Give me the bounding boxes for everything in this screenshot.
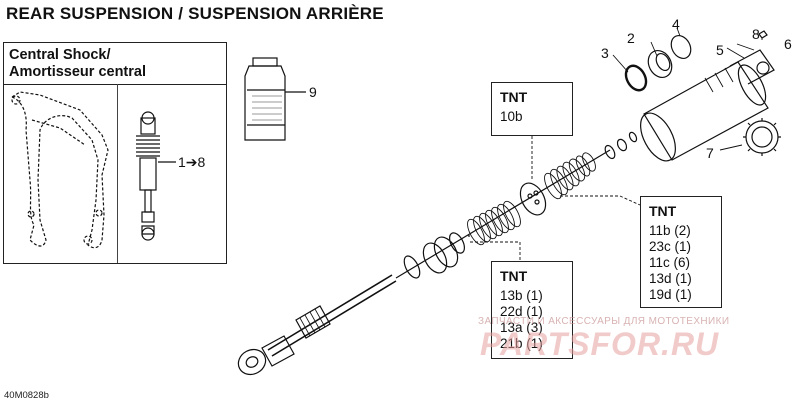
tnt-header: TNT <box>649 203 677 219</box>
tnt-row: 13d (1) <box>649 271 692 286</box>
callout-2: 2 <box>627 30 635 46</box>
tnt-row: 21b (1) <box>500 336 543 351</box>
tnt-header: TNT <box>500 89 528 105</box>
callout-5: 5 <box>716 42 724 58</box>
inset-title: Central Shock/ Amortisseur central <box>9 47 146 81</box>
tnt-row: 10b <box>500 109 523 124</box>
callout-8: 8 <box>752 26 760 42</box>
part-4-cap <box>670 34 692 60</box>
tnt-box-right: TNT 11b (2) 23c (1) 11c (6) 13d (1) 19d … <box>640 196 722 308</box>
inset-vertical-divider <box>117 84 118 263</box>
callout-6: 6 <box>784 36 792 52</box>
callout-3: 3 <box>601 45 609 61</box>
callout-7: 7 <box>706 145 714 161</box>
inset-title-line2: Amortisseur central <box>9 64 146 80</box>
shock-shaft-assembly <box>237 131 638 376</box>
part-7-lock-ring <box>743 118 781 156</box>
central-shock-inset-panel: Central Shock/ Amortisseur central <box>3 42 227 264</box>
watermark-subtitle: ЗАПЧАСТИ И АКСЕССУАРЫ ДЛЯ МОТОТЕХНИКИ <box>478 316 730 327</box>
tnt-row: 11b (2) <box>649 223 691 238</box>
part-6-screw <box>758 30 768 39</box>
part-3-oring <box>624 64 648 92</box>
tnt-box-bottom: TNT 13b (1) 22d (1) 13a (3) 21b (1) <box>491 261 573 359</box>
callout-9: 9 <box>309 84 317 100</box>
swing-arm-frame <box>10 91 109 249</box>
shock-body <box>640 49 775 162</box>
tnt-box-10b: TNT 10b <box>491 82 573 136</box>
tnt-row: 13a (3) <box>500 320 543 335</box>
callout-4: 4 <box>672 16 680 32</box>
watermark-logo: PARTSFOR.RU <box>480 326 720 362</box>
callout-1-8: 1➔8 <box>178 154 206 170</box>
inset-divider <box>4 84 226 85</box>
oil-bottle <box>244 57 286 141</box>
page-title: REAR SUSPENSION / SUSPENSION ARRIÈRE <box>6 4 384 23</box>
part-2-ring <box>647 50 673 78</box>
leader-lines <box>470 27 763 262</box>
tnt-row: 11c (6) <box>649 255 691 270</box>
tnt-row: 23c (1) <box>649 239 692 254</box>
tnt-header: TNT <box>500 268 528 284</box>
tnt-row: 19d (1) <box>649 287 692 302</box>
tnt-row: 13b (1) <box>500 288 543 303</box>
central-shock-inset <box>136 111 160 241</box>
diagram-code: 40M0828b <box>4 390 49 401</box>
inset-title-line1: Central Shock/ <box>9 47 111 63</box>
tnt-row: 22d (1) <box>500 304 543 319</box>
